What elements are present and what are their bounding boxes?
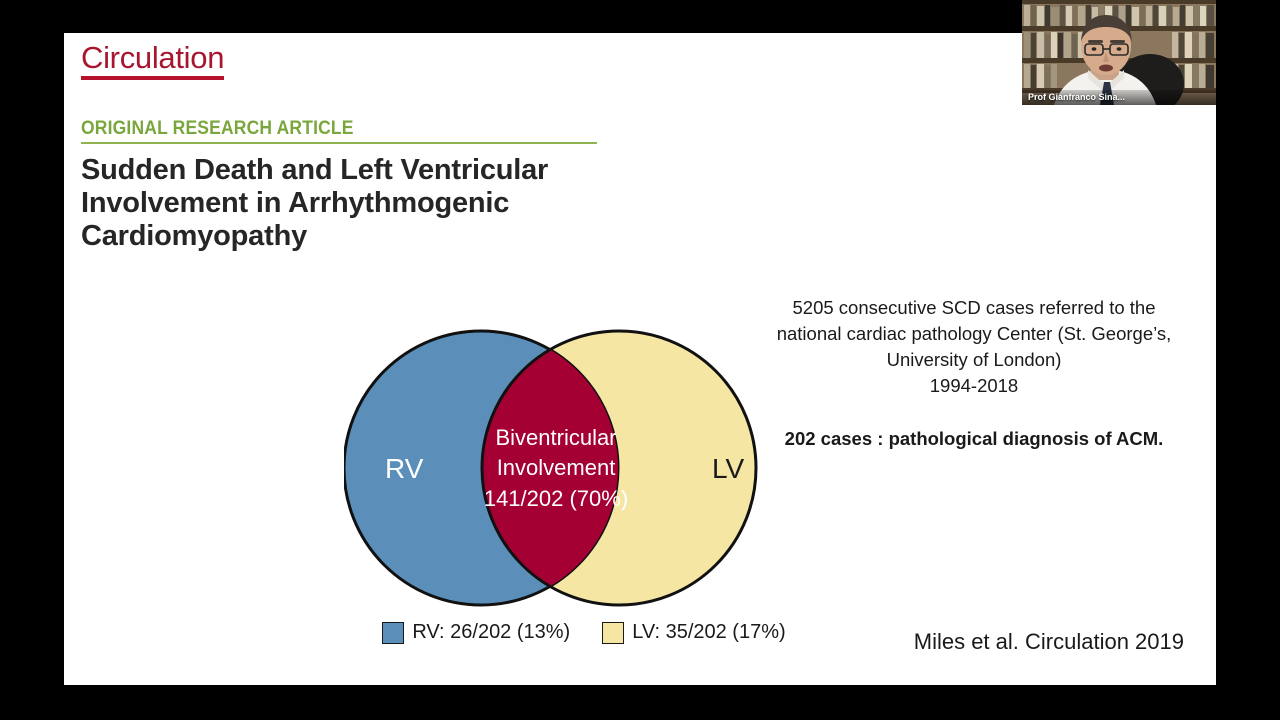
study-summary-block: 5205 consecutive SCD cases referred to t…: [764, 295, 1184, 452]
legend-swatch-lv: [602, 621, 625, 644]
article-title: Sudden Death and Left Ventricular Involv…: [81, 154, 549, 252]
cohort-description: 5205 consecutive SCD cases referred to t…: [776, 297, 1172, 370]
venn-center-line2: Involvement: [497, 455, 616, 480]
venn-intersection: [480, 331, 618, 605]
cases-statement: 202 cases : pathological diagnosis of AC…: [784, 428, 1164, 449]
citation: Miles et al. Circulation 2019: [913, 629, 1184, 654]
legend-item-lv: LV: 35/202 (17%): [602, 621, 786, 644]
legend-label-rv: RV: 26/202 (13%): [412, 621, 571, 643]
cohort-years: 1994-2018: [929, 375, 1019, 396]
venn-center-value: 141/202 (70%): [484, 486, 628, 511]
legend-label-lv: LV: 35/202 (17%): [632, 621, 786, 643]
legend-swatch-rv: [382, 621, 405, 644]
venn-legend: RV: 26/202 (13%) LV: 35/202 (17%): [364, 621, 804, 644]
venn-label-lv: LV: [712, 453, 744, 484]
slide-canvas: Circulation ORIGINAL RESEARCH ARTICLE Su…: [64, 33, 1216, 685]
venn-diagram-svg: RV LV Biventricular Involvement 141/202 …: [344, 329, 758, 607]
webcam-overlay[interactable]: Prof Gianfranco Sina...: [1022, 0, 1216, 105]
article-type-label: ORIGINAL RESEARCH ARTICLE: [81, 118, 354, 139]
webcam-participant-name: Prof Gianfranco Sina...: [1022, 90, 1216, 105]
journal-logo-underline: [81, 76, 224, 80]
legend-item-rv: RV: 26/202 (13%): [382, 621, 570, 644]
venn-diagram-figure: RV LV Biventricular Involvement 141/202 …: [344, 253, 774, 673]
article-type-underline: [81, 142, 597, 144]
venn-center-line1: Biventricular: [495, 425, 616, 450]
journal-logo-text: Circulation: [81, 40, 225, 75]
article-type-kicker: ORIGINAL RESEARCH ARTICLE: [81, 118, 614, 144]
venn-label-rv: RV: [385, 453, 424, 484]
journal-logo: Circulation: [81, 41, 224, 80]
